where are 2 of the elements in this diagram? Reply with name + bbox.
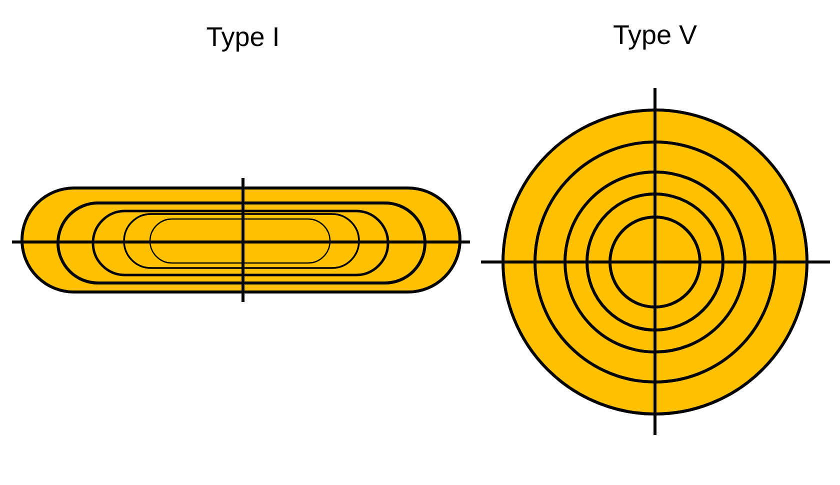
type-title: Type I (206, 22, 280, 53)
type-title: Type V (612, 20, 698, 51)
